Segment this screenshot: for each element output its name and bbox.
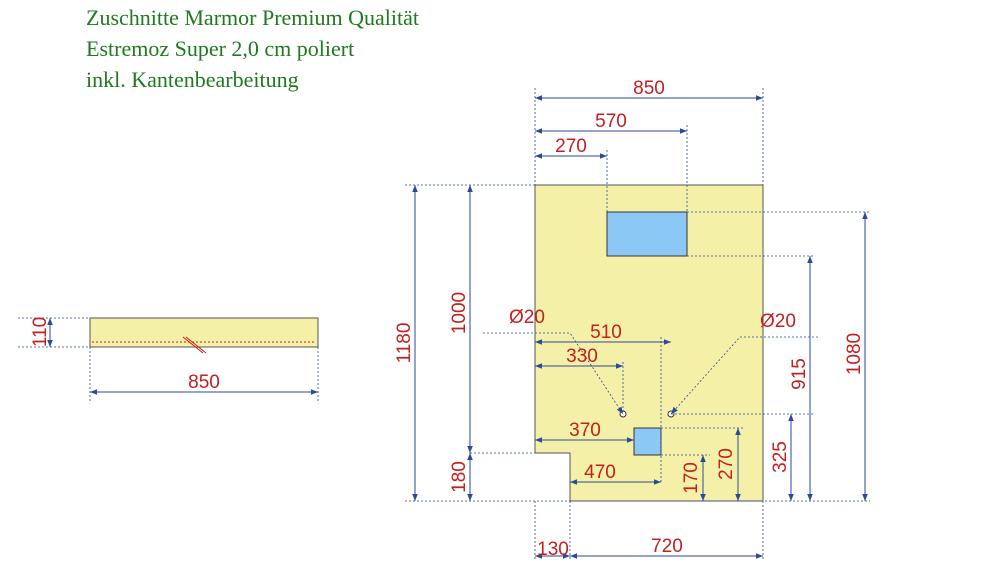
small-cutout [633,427,662,456]
sink-cutout [606,211,688,257]
title-line-product: Zuschnitte Marmor Premium Qualität [86,5,419,30]
title-block: Zuschnitte Marmor Premium Qualität Estre… [86,2,419,95]
title-line-material: Estremoz Super 2,0 cm poliert [86,36,355,61]
dim-label-small-cutout-top-y: 270 [716,448,737,480]
edge-finish-marker [182,336,207,354]
dim-label-small-cutout-left-x: 470 [584,462,616,483]
dim-label-hole-left-diameter: Ø20 [509,307,545,328]
dim-label-side-width: 850 [188,372,220,393]
dim-label-sink-left-x: 270 [555,136,587,157]
side-view: 110 850 [18,317,319,402]
side-strip [89,317,319,348]
dim-label-notch-width: 130 [537,539,569,560]
title-line-edging: inkl. Kantenbearbeitung [86,67,299,92]
dim-label-small-cutout-right-x: 370 [569,420,601,441]
dim-label-hole-right-x: 510 [590,322,622,343]
leader-line-hole-left [483,332,624,415]
dim-label-small-cutout-bottom-y: 170 [681,462,702,494]
dim-label-holes-y: 325 [770,441,791,473]
plan-view: 850 570 270 1180 1000 180 Ø20 Ø20 510 33… [394,78,870,560]
dim-label-overall-height-left: 1180 [394,323,415,364]
dim-label-notch-height: 180 [449,461,470,493]
dim-label-bottom-width: 720 [651,536,683,557]
dim-label-sink-bottom-y: 915 [789,358,810,390]
dim-label-main-depth: 1000 [449,292,470,334]
dim-label-hole-right-diameter: Ø20 [760,311,796,332]
leader-line-hole-right [670,336,818,415]
dim-label-side-height: 110 [30,317,51,347]
dim-label-overall-height-right: 1080 [844,333,865,375]
dim-label-overall-width: 850 [633,78,665,99]
dim-label-sink-right-x: 570 [595,111,627,132]
dim-label-hole-left-x: 330 [566,346,598,367]
